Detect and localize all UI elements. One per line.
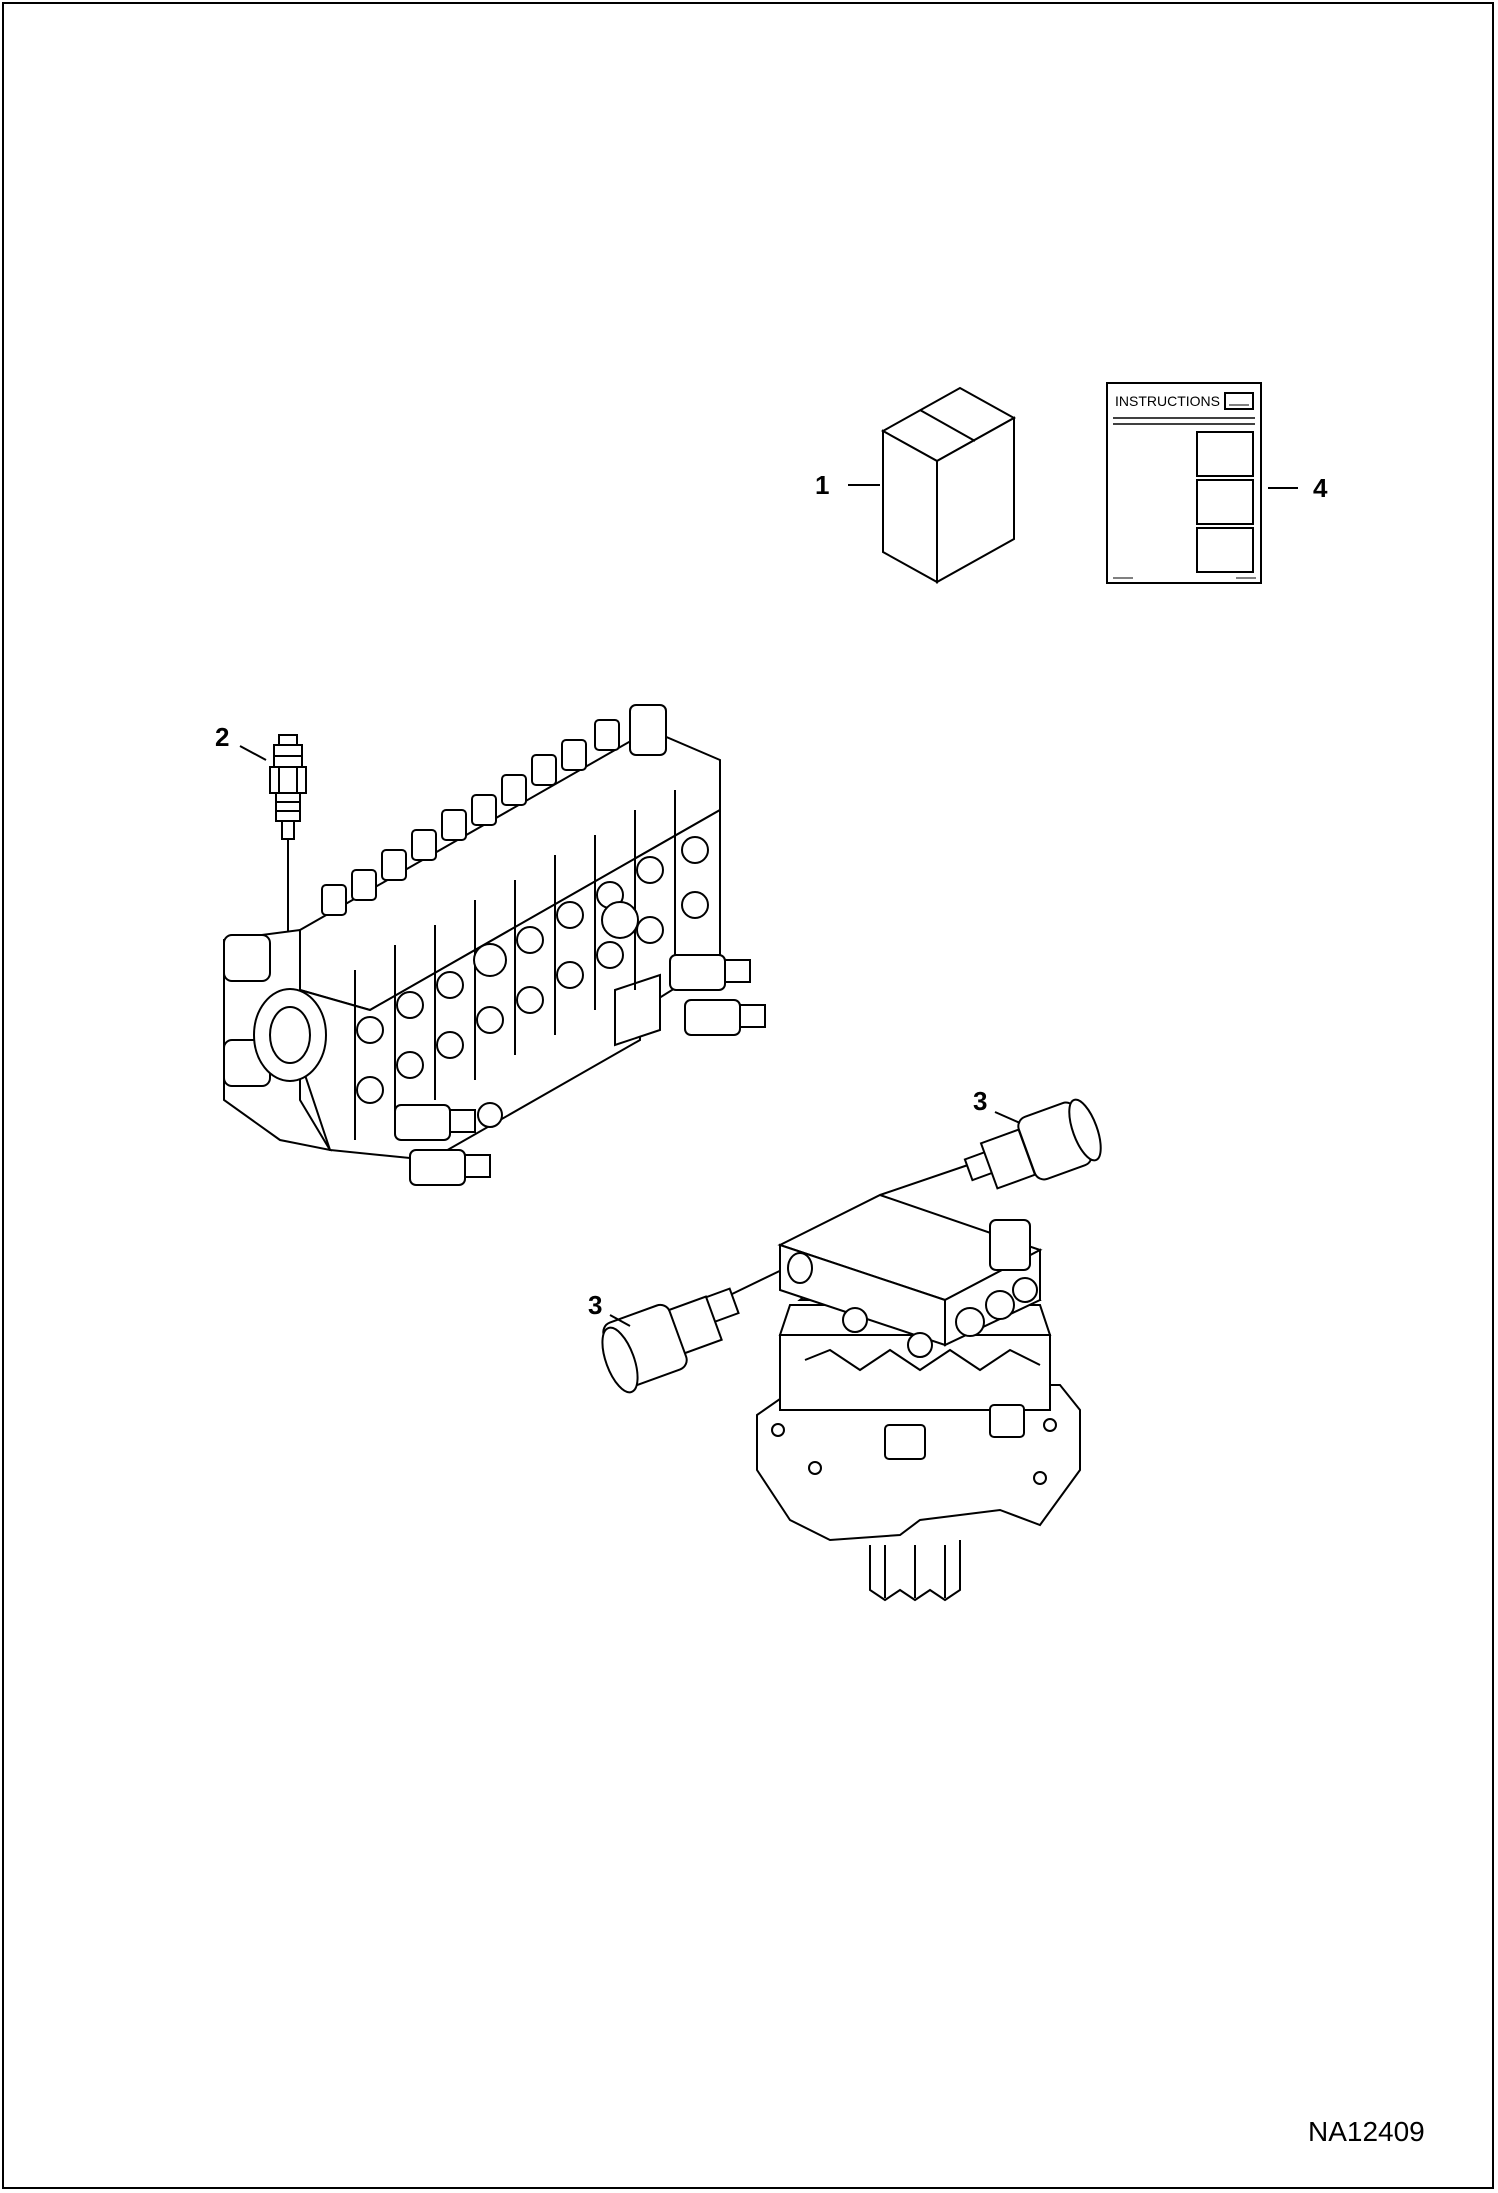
- callout-1: 1: [815, 470, 830, 500]
- relief-valve-small-part: [269, 734, 307, 935]
- control-valve-assembly: [223, 704, 766, 1186]
- relief-valve-lower-part: [601, 1264, 793, 1394]
- callout-2: 2: [215, 722, 230, 752]
- instructions-heading: INSTRUCTIONS: [1115, 393, 1220, 409]
- instruction-sheet-part: INSTRUCTIONS: [1106, 382, 1262, 584]
- callout-3-upper: 3: [973, 1086, 988, 1116]
- leader-3a: [994, 1111, 1021, 1124]
- leader-3b: [609, 1314, 631, 1327]
- callout-4: 4: [1313, 473, 1328, 503]
- leader-2: [239, 745, 267, 761]
- relief-valve-upper-part: [879, 1098, 1102, 1196]
- swing-motor-assembly: [756, 1193, 1081, 1602]
- box-part: [880, 386, 1017, 584]
- callout-3-lower: 3: [588, 1290, 603, 1320]
- figure-id: NA12409: [1308, 2116, 1425, 2147]
